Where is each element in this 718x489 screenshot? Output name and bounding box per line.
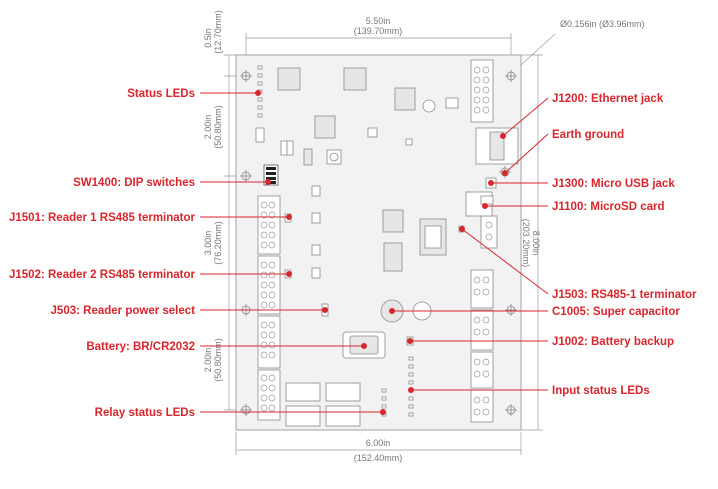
callout-reader1-terminator: J1501: Reader 1 RS485 terminator [9, 212, 196, 224]
callout-ethernet-jack: J1200: Ethernet jack [552, 93, 664, 105]
dim-left-lower-mm: (50.80mm) [213, 338, 223, 382]
callout-battery-backup: J1002: Battery backup [552, 336, 674, 348]
callout-battery: Battery: BR/CR2032 [86, 341, 195, 353]
dim-right-height-in: 8.00in [531, 231, 541, 256]
right-terminal-blocks [470, 59, 498, 423]
callout-earth-ground: Earth ground [552, 129, 624, 141]
callout-rs485-terminator: J1503: RS485-1 terminator [552, 289, 697, 301]
ethernet-jack [475, 127, 519, 165]
relays [285, 382, 361, 427]
callout-microsd: J1100: MicroSD card [552, 201, 665, 213]
callout-dip-switches: SW1400: DIP switches [73, 177, 195, 189]
chips [277, 67, 459, 279]
dim-bottom-width-in: 6.00in [366, 438, 391, 448]
dim-left-upper-in: 2.00in [203, 115, 213, 140]
dim-bottom-width-mm: (152.40mm) [354, 453, 403, 463]
dim-hole-diameter: Ø0.156in (Ø3.96mm) [560, 19, 645, 29]
dimension-lines [224, 33, 556, 455]
callout-reader2-terminator: J1502: Reader 2 RS485 terminator [9, 269, 196, 281]
dim-top-margin-in: 0.5in [203, 28, 213, 48]
callout-super-capacitor: C1005: Super capacitor [552, 306, 680, 318]
status-led-column [257, 65, 263, 118]
callout-reader-power-select: J503: Reader power select [51, 305, 196, 317]
left-callout-labels: Status LEDs SW1400: DIP switches J1501: … [9, 88, 196, 419]
callout-leaders [200, 90, 549, 415]
callout-relay-status-leds: Relay status LEDs [95, 407, 195, 419]
dim-top-margin-mm: (12.70mm) [213, 10, 223, 54]
header-pins [255, 127, 294, 156]
callout-status-leds: Status LEDs [127, 88, 195, 100]
left-terminal-blocks [257, 195, 281, 421]
dim-left-upper-mm: (50.80mm) [213, 105, 223, 149]
right-callout-labels: J1200: Ethernet jack Earth ground J1300:… [552, 93, 697, 397]
dim-top-width-mm: (139.70mm) [354, 26, 403, 36]
dim-right-height-mm: (203.20mm) [521, 219, 531, 268]
dim-left-middle-in: 3.00in [203, 231, 213, 256]
dim-left-middle-mm: (76.20mm) [213, 221, 223, 265]
dim-top-width-in: 5.50in [366, 16, 391, 26]
callout-micro-usb: J1300: Micro USB jack [552, 178, 675, 190]
dim-left-lower-in: 2.00in [203, 348, 213, 373]
callout-input-status-leds: Input status LEDs [552, 385, 650, 397]
